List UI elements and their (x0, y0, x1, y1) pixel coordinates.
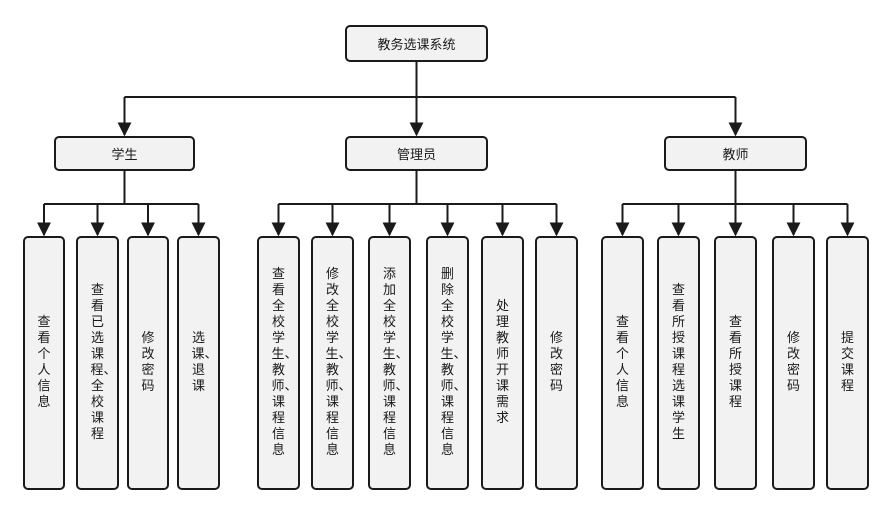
leaf-node: 查看个人信息 (23, 236, 65, 490)
leaf-label: 查看所授课程选课学生 (671, 283, 685, 442)
leaf-node: 提交课程 (826, 236, 869, 490)
leaf-node: 修改密码 (772, 236, 815, 490)
leaf-label: 查看已选课程、全校课程 (90, 283, 117, 442)
leaf-label: 提交课程 (840, 331, 854, 394)
leaf-label: 选课、退课 (191, 331, 218, 394)
leaf-node: 查看所授课程 (714, 236, 757, 490)
group-label: 教师 (722, 148, 749, 163)
leaf-label: 修改密码 (549, 331, 563, 394)
leaf-node: 查看个人信息 (601, 236, 644, 490)
group-node-student: 学生 (54, 136, 195, 171)
leaf-label: 修改密码 (141, 331, 155, 394)
leaf-node: 删除全校学生、教师、课程信息 (426, 236, 469, 490)
root-label: 教务选课系统 (377, 38, 456, 53)
leaf-node: 添加全校学生、教师、课程信息 (368, 236, 411, 490)
root-node: 教务选课系统 (345, 25, 488, 62)
leaf-node: 查看所授课程选课学生 (657, 236, 700, 490)
leaf-label: 处理教师开课需求 (495, 299, 509, 426)
leaf-node: 修改全校学生、教师、课程信息 (311, 236, 354, 490)
leaf-label: 查看全校学生、教师、课程信息 (271, 267, 298, 458)
leaf-label: 查看所授课程 (728, 315, 742, 410)
leaf-node: 查看全校学生、教师、课程信息 (257, 236, 300, 490)
group-node-admin: 管理员 (345, 136, 488, 171)
group-node-teacher: 教师 (664, 136, 807, 171)
leaf-node: 选课、退课 (177, 236, 220, 490)
leaf-label: 修改密码 (786, 331, 800, 394)
leaf-node: 修改密码 (127, 236, 169, 490)
group-label: 管理员 (396, 148, 436, 163)
leaf-label: 删除全校学生、教师、课程信息 (440, 267, 467, 458)
leaf-node: 查看已选课程、全校课程 (76, 236, 119, 490)
leaf-label: 查看个人信息 (615, 315, 629, 410)
group-label: 学生 (111, 148, 138, 163)
leaf-node: 修改密码 (535, 236, 578, 490)
leaf-label: 查看个人信息 (37, 315, 51, 410)
leaf-node: 处理教师开课需求 (481, 236, 524, 490)
leaf-label: 添加全校学生、教师、课程信息 (382, 267, 409, 458)
leaf-label: 修改全校学生、教师、课程信息 (325, 267, 352, 458)
